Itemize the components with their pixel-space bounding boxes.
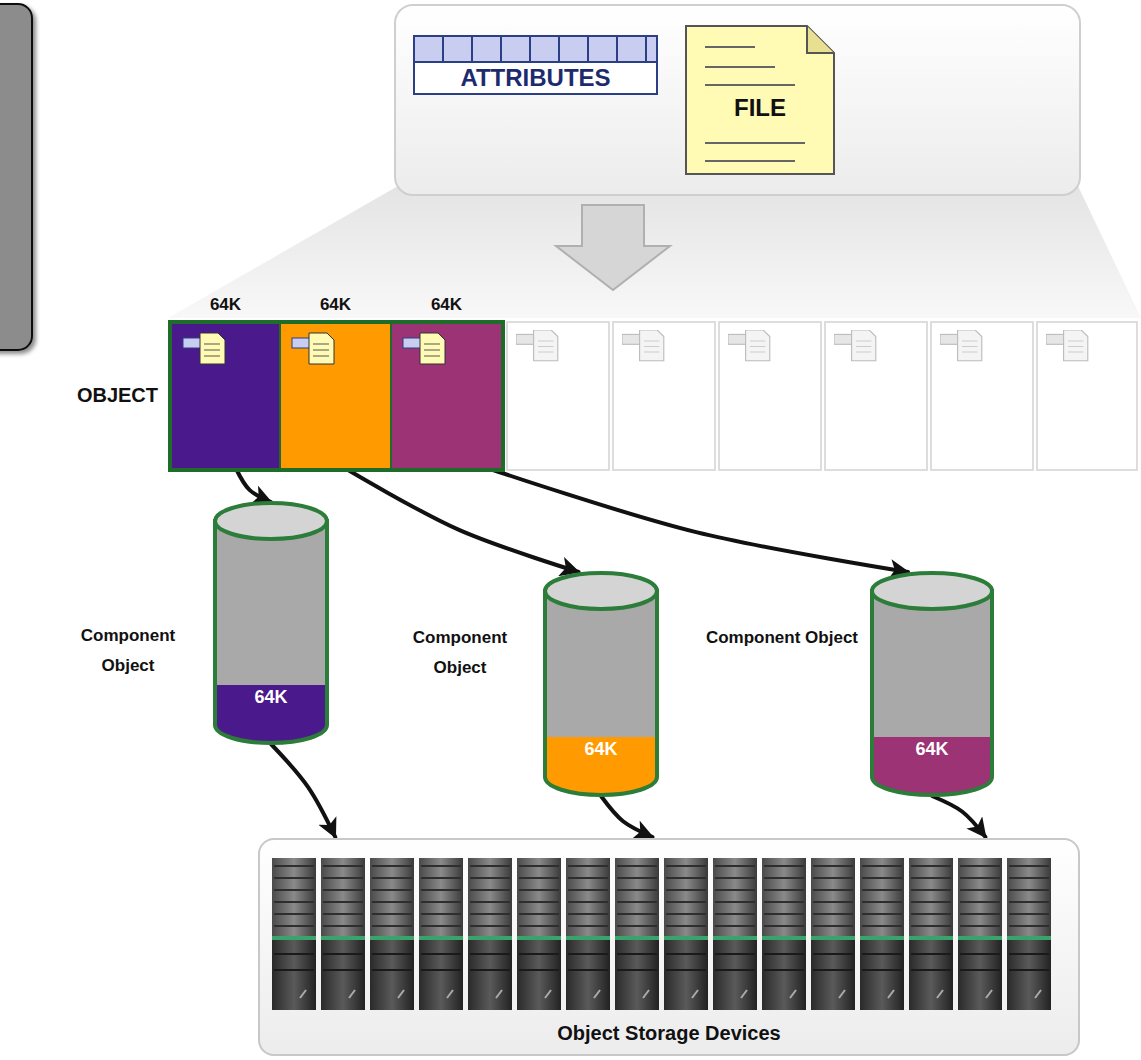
empty-cell: [507, 322, 609, 470]
empty-cell: [719, 322, 821, 470]
cell-icon: [402, 332, 448, 366]
component-object-cylinder: Component Object64K: [545, 573, 657, 795]
cell-icon: [291, 332, 337, 366]
server-units: [270, 858, 1054, 1010]
node-label: OBJECT: [77, 382, 158, 408]
size-label: 64K: [215, 687, 327, 727]
empty-cell: [613, 322, 715, 470]
node-label: Component Object: [53, 621, 203, 681]
attributes-box: ATTRIBUTES: [413, 35, 658, 95]
side-panel-box: [0, 4, 32, 350]
component-object-cylinder: Component Object64K: [215, 503, 327, 743]
document-outline: [686, 26, 834, 174]
node-label: 64K: [281, 295, 390, 315]
node-label: ATTRIBUTES: [415, 63, 656, 93]
node-label: Object Storage Devices: [557, 1020, 780, 1046]
fan-shape: [168, 186, 1141, 318]
cylinder-shape: [872, 573, 992, 795]
node-label: 64K: [172, 295, 279, 315]
attribute-cells: [415, 37, 656, 63]
object-box: OBJECT64K64K64K: [168, 320, 505, 472]
file-document: FILE: [685, 25, 835, 175]
cell-icon: [622, 330, 664, 361]
flow-arrow: [271, 744, 335, 837]
storage-devices-panel: Object Storage Devices: [258, 838, 1080, 1056]
cell-icon: [728, 330, 770, 361]
flow-arrow: [236, 469, 271, 502]
storage-panel-ground: [258, 838, 1080, 1056]
component-object-cylinder: Component Object64K: [872, 573, 992, 795]
node-label: Component Object: [698, 623, 858, 653]
node-label: 64K: [392, 295, 501, 315]
stripe-unit: 64K: [281, 324, 390, 468]
cell-icon: [182, 332, 228, 366]
node-label: Component Object: [385, 623, 535, 683]
stripe-unit: 64K: [392, 324, 501, 468]
cylinder-shape: [545, 573, 657, 795]
cell-icon: [940, 330, 982, 361]
empty-cell: [825, 322, 927, 470]
flow-arrow: [932, 796, 985, 837]
empty-cells: [507, 322, 1137, 470]
flow-arrow: [601, 796, 653, 837]
flow-arrow: [490, 469, 908, 572]
expansion-fan: [168, 5, 1141, 318]
empty-cell: [1037, 322, 1137, 470]
flow-arrow: [346, 469, 578, 572]
cell-icon: [516, 330, 558, 361]
size-label: 64K: [545, 739, 657, 779]
document-fold: [807, 26, 834, 53]
size-label: 64K: [872, 739, 992, 779]
cell-icon: [1046, 330, 1088, 361]
empty-cell: [931, 322, 1033, 470]
down-arrow: [556, 205, 670, 290]
stripe-unit: 64K: [172, 324, 279, 468]
cell-icon: [834, 330, 876, 361]
node-label: FILE: [685, 93, 835, 123]
file-panel: [395, 5, 1080, 195]
storage-rack: [258, 838, 1080, 1056]
side-panel: [0, 4, 32, 350]
